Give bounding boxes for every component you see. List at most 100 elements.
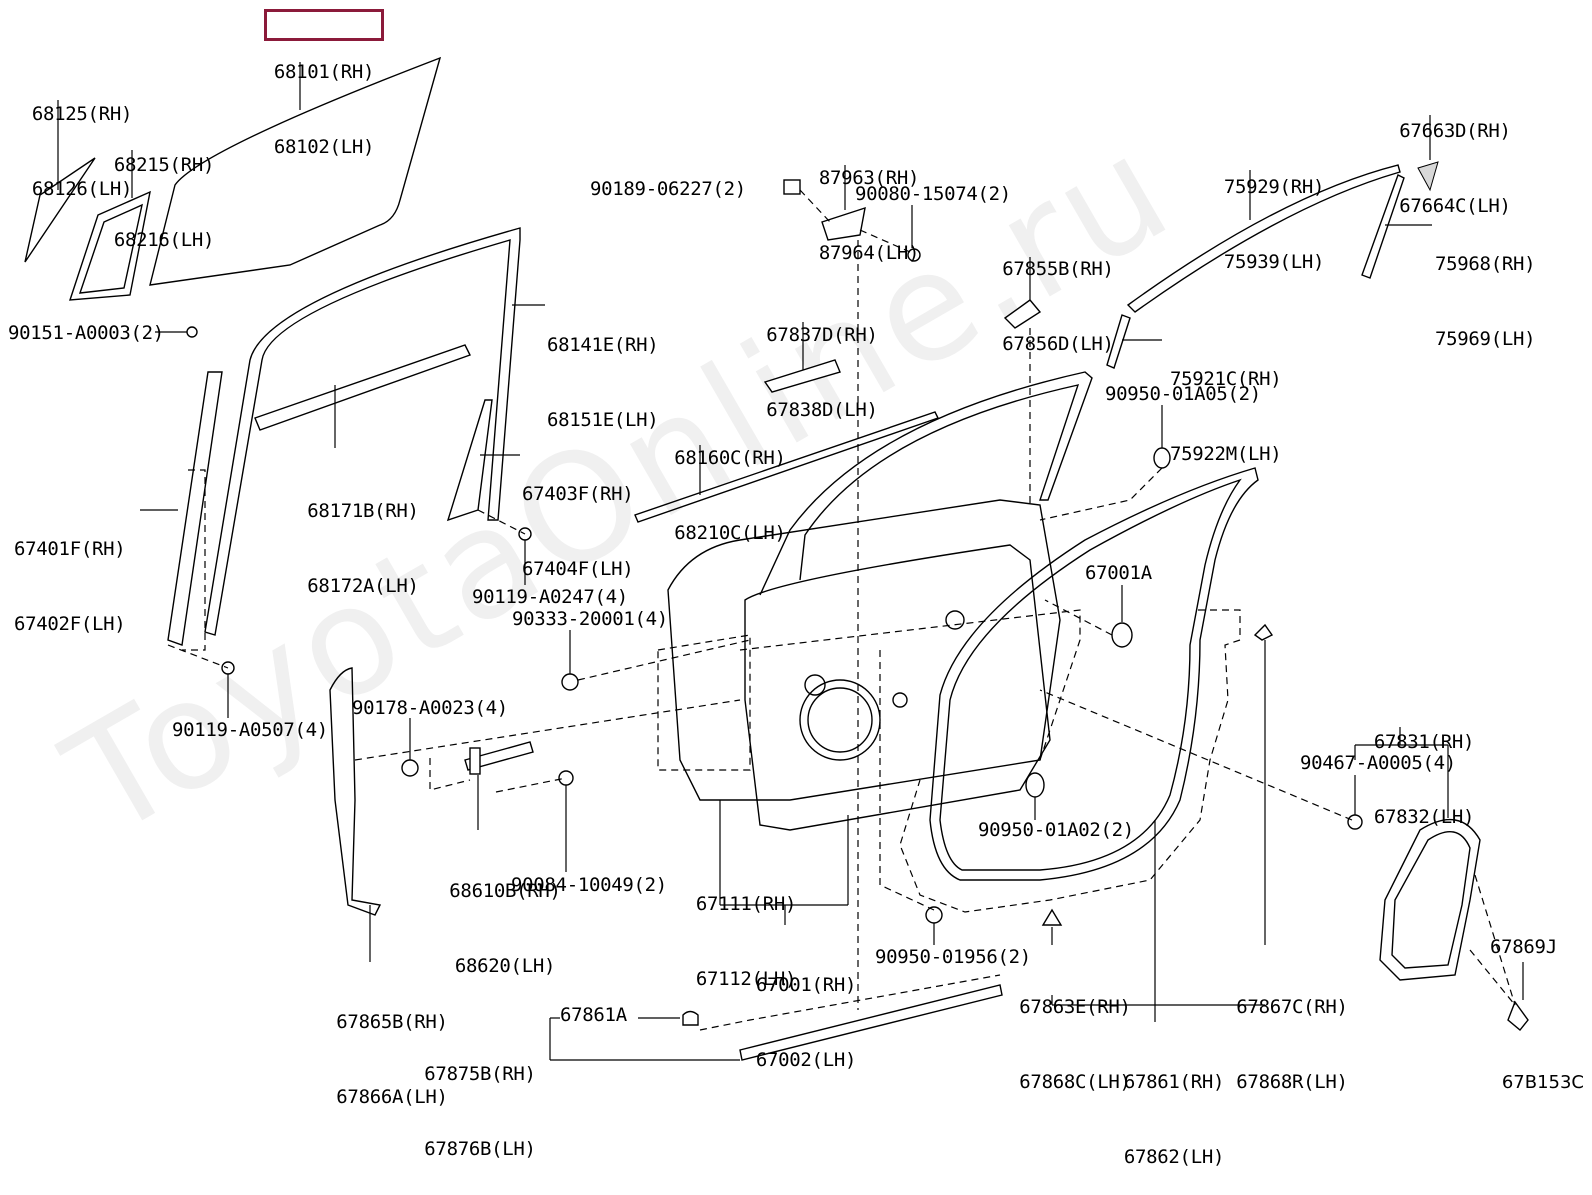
clip-90189-mark	[783, 179, 801, 195]
weather-67861-rh: 67861(RH)	[1123, 1071, 1225, 1093]
moulding-75968-lh: 75969(LH)	[1435, 328, 1536, 350]
piece-67663-rh: 67663D(RH)	[1399, 120, 1511, 142]
label-moulding-75921[interactable]: 75921C(RH) 75922M(LH)	[1170, 317, 1282, 492]
label-door-67001[interactable]: 67001(RH) 67002(LH)	[752, 923, 860, 1098]
front-sash-rh: 67401F(RH)	[14, 538, 126, 560]
weather-67867-lh: 67868R(LH)	[1236, 1071, 1348, 1093]
clip-67861a-mark	[682, 1010, 699, 1026]
label-weather-67867[interactable]: 67867C(RH) 67868R(LH)	[1232, 945, 1352, 1120]
clip-67867-mark	[1253, 623, 1274, 641]
label-clip-90467[interactable]: 90467-A0005(4)	[1300, 752, 1456, 774]
label-clip-67869j[interactable]: 67869J	[1490, 936, 1557, 958]
label-clip-67861a[interactable]: 67861A	[560, 1004, 627, 1026]
label-cover-67831[interactable]: 67831(RH) 67832(LH)	[1370, 680, 1478, 855]
quarter-glass-shape	[24, 157, 96, 263]
label-plug-90950-01956[interactable]: 90950-01956(2)	[875, 946, 1031, 968]
bolt-90333-mark	[561, 673, 579, 691]
strip-68160-lh: 68210C(LH)	[674, 522, 786, 544]
sill-strip-67875-shape	[739, 984, 1003, 1061]
nut-90178-mark	[401, 759, 419, 777]
label-bracket-67855[interactable]: 67855B(RH) 67856D(LH)	[998, 207, 1118, 382]
label-nut-90178[interactable]: 90178-A0023(4)	[352, 697, 508, 719]
moulding-75929-shape	[1126, 164, 1401, 313]
label-plug-90950-01a02[interactable]: 90950-01A02(2)	[978, 819, 1134, 841]
bracket-67855-rh: 67855B(RH)	[1002, 258, 1114, 280]
moulding-75968-rh: 75968(RH)	[1435, 253, 1536, 275]
moulding-75921-rh: 75921C(RH)	[1170, 368, 1282, 390]
label-strip-68160[interactable]: 68160C(RH) 68210C(LH)	[670, 396, 790, 571]
cushion-67001a-mark	[1111, 622, 1133, 648]
label-weather-67863[interactable]: 67863E(RH) 67868C(LH)	[1015, 945, 1135, 1120]
panel-67111-lh: 67112(LH)	[695, 968, 797, 990]
label-front-sash[interactable]: 67401F(RH) 67402F(LH)	[14, 487, 126, 662]
label-moulding-75929[interactable]: 75929(RH) 75939(LH)	[1220, 125, 1328, 300]
label-plug-90950-01a05[interactable]: 90950-01A05(2)	[1105, 383, 1261, 405]
label-cover-67837[interactable]: 67837D(RH) 67838D(LH)	[762, 273, 882, 448]
label-weather-67861[interactable]: 67861(RH) 67862(LH)	[1120, 1020, 1228, 1195]
cover-67837-rh: 67837D(RH)	[766, 324, 878, 346]
strip-67875-lh: 67876B(LH)	[424, 1138, 536, 1160]
belt-weatherstrip-shape	[254, 344, 471, 431]
piece-67663-lh: 67664C(LH)	[1399, 195, 1511, 217]
quarter-glass-rh: 68125(RH)	[31, 103, 133, 125]
label-quarter-glass[interactable]: 68125(RH) 68126(LH)	[28, 52, 136, 227]
quarter-glass-lh: 68126(LH)	[31, 178, 133, 200]
run-channel-rh: 68141E(RH)	[547, 334, 659, 356]
door-shell-shape	[667, 499, 1061, 801]
label-mirror-base[interactable]: 87963(RH) 87964(LH)	[815, 116, 923, 291]
door-weatherstrip-shape	[929, 467, 1259, 881]
label-rear-sash[interactable]: 67403F(RH) 67404F(LH)	[522, 432, 634, 607]
check-68610-lh: 68620(LH)	[454, 955, 556, 977]
label-panel-67111[interactable]: 67111(RH) 67112(LH)	[692, 842, 800, 1017]
cover-67831-lh: 67832(LH)	[1373, 806, 1475, 828]
label-glass[interactable]: 68101(RH) 68102(LH)	[268, 10, 380, 185]
label-cushion-67001a[interactable]: 67001A	[1085, 562, 1152, 584]
clip-67869j-mark	[1507, 1000, 1529, 1031]
label-bolt-90119-a[interactable]: 90119-A0247(4)	[472, 586, 628, 608]
belt-weather-rh: 68171B(RH)	[307, 500, 419, 522]
moulding-75929-rh: 75929(RH)	[1223, 176, 1325, 198]
label-piece-67663[interactable]: 67663D(RH) 67664C(LH)	[1395, 69, 1515, 244]
label-bolt-90151[interactable]: 90151-A0003(2)	[8, 322, 164, 344]
label-bolt-90084[interactable]: 90084-10049(2)	[511, 874, 667, 896]
quarter-seal-rh: 68215(RH)	[113, 154, 215, 176]
service-cover-67831-shape	[1379, 818, 1481, 981]
cover-67837-lh: 67838D(LH)	[766, 399, 878, 421]
rear-sash-lh: 67404F(LH)	[522, 558, 634, 580]
label-run-channel[interactable]: 68141E(RH) 68151E(LH)	[547, 283, 659, 458]
label-quarter-seal[interactable]: 68215(RH) 68216(LH)	[110, 103, 218, 278]
label-moulding-75968[interactable]: 75968(RH) 75969(LH)	[1435, 202, 1536, 377]
weather-67867-rh: 67867C(RH)	[1236, 996, 1348, 1018]
label-belt-weather[interactable]: 68171B(RH) 68172A(LH)	[303, 449, 423, 624]
label-strip-67875[interactable]: 67875B(RH) 67876B(LH)	[420, 1012, 540, 1187]
label-check-68610[interactable]: 68610B(RH) 68620(LH)	[445, 829, 565, 1004]
door-check-shape	[464, 741, 534, 771]
rear-sash-shape	[446, 399, 493, 522]
front-sash-shape	[167, 371, 223, 646]
glass-rh: 68101(RH)	[273, 61, 375, 83]
glass-lh: 68102(LH)	[273, 136, 375, 158]
label-screw-90080[interactable]: 90080-15074(2)	[855, 183, 1011, 205]
bolt-90151-mark	[186, 326, 198, 338]
label-bolt-90333[interactable]: 90333-20001(4)	[512, 608, 668, 630]
cover-67831-rh: 67831(RH)	[1373, 731, 1475, 753]
label-bolt-90119-b[interactable]: 90119-A0507(4)	[172, 719, 328, 741]
bracket-67855-shape	[1003, 299, 1042, 329]
diagram-code: 67B153C	[1501, 1072, 1584, 1093]
run-channel-lh: 68151E(LH)	[547, 409, 659, 431]
highlight-box	[264, 9, 384, 41]
moulding-75929-lh: 75939(LH)	[1223, 251, 1325, 273]
rear-sash-rh: 67403F(RH)	[522, 483, 634, 505]
door-frame-shape	[759, 371, 1093, 596]
seal-67865-rh: 67865B(RH)	[336, 1011, 448, 1033]
inner-panel-shape	[744, 544, 1051, 831]
strip-67875-rh: 67875B(RH)	[424, 1063, 536, 1085]
label-clip-90189[interactable]: 90189-06227(2)	[590, 178, 746, 200]
clip-67863-mark	[1041, 908, 1063, 926]
plug-90950-01a02-mark	[1025, 772, 1045, 798]
moulding-75921-shape	[1106, 314, 1131, 369]
quarter-seal-shape	[69, 190, 151, 301]
door-67001-lh: 67002(LH)	[755, 1049, 857, 1071]
belt-weather-lh: 68172A(LH)	[307, 575, 419, 597]
run-channel-shape	[204, 227, 521, 636]
